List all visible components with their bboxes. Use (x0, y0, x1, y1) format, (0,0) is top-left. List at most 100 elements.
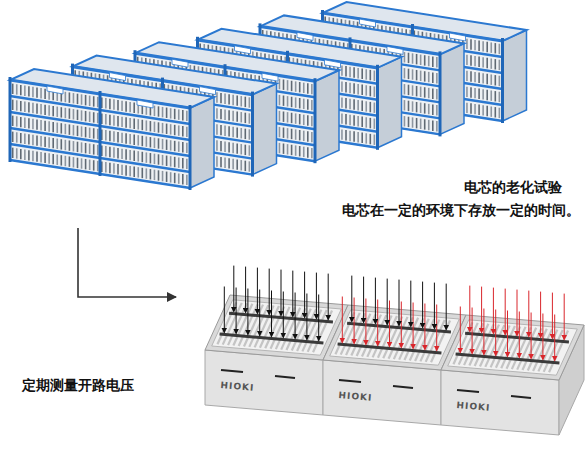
battery-cell (178, 109, 180, 119)
battery-cell (240, 128, 242, 138)
battery-cell (420, 119, 422, 129)
battery-cell (117, 116, 119, 126)
battery-cell (89, 112, 91, 122)
battery-cell (129, 150, 131, 160)
battery-cell (121, 117, 123, 127)
battery-cell (60, 139, 62, 149)
battery-cell (73, 157, 75, 167)
battery-cell (307, 131, 309, 141)
battery-cell (420, 87, 422, 97)
probe-arrow (483, 309, 484, 355)
probe-arrow (436, 305, 437, 351)
rack-tag (172, 59, 188, 67)
battery-cell (121, 101, 123, 111)
battery-cell (16, 148, 18, 158)
battery-cell (77, 158, 79, 168)
battery-cell (349, 99, 351, 109)
battery-cell (499, 60, 501, 70)
battery-cell (245, 145, 247, 155)
unit-front (323, 360, 441, 425)
battery-cell (283, 144, 285, 154)
rack-tag (360, 19, 376, 27)
battery-cell (224, 158, 226, 168)
battery-cell (109, 163, 111, 173)
battery-cell (81, 94, 83, 104)
battery-cell (470, 87, 472, 97)
battery-cell (416, 54, 418, 64)
battery-cell (404, 52, 406, 62)
battery-cell (105, 98, 107, 108)
battery-cell (85, 95, 87, 105)
battery-cell (105, 162, 107, 172)
battery-cell (16, 132, 18, 142)
battery-cell (105, 130, 107, 140)
battery-cell (170, 140, 172, 150)
probe-arrow (269, 269, 270, 315)
battery-cell (291, 81, 293, 91)
battery-cell (12, 84, 14, 94)
unit-front (205, 350, 323, 415)
battery-cell (287, 144, 289, 154)
battery-cell (182, 174, 184, 184)
battery-cell (236, 95, 238, 105)
battery-cell (216, 124, 218, 134)
battery-cell (424, 87, 426, 97)
battery-cell (56, 107, 58, 117)
battery-cell (283, 112, 285, 122)
battery-cell (109, 99, 111, 109)
battery-cell (436, 73, 438, 83)
battery-cell (133, 119, 135, 129)
battery-cell (499, 108, 501, 118)
battery-cell (121, 165, 123, 175)
battery-cell (245, 113, 247, 123)
battery-cell (113, 131, 115, 141)
battery-cell (470, 71, 472, 81)
battery-cell (93, 144, 95, 154)
battery-cell (236, 143, 238, 153)
battery-cell (113, 163, 115, 173)
battery-cell (81, 142, 83, 152)
battery-cell (474, 88, 476, 98)
battery-cell (216, 140, 218, 150)
battery-cell (404, 68, 406, 78)
battery-cell (166, 172, 168, 182)
battery-cell (178, 157, 180, 167)
battery-cell (428, 88, 430, 98)
battery-cell (353, 83, 355, 93)
battery-cell (420, 103, 422, 113)
battery-cell (412, 69, 414, 79)
battery-cell (12, 100, 14, 110)
probe-arrow (387, 279, 388, 325)
battery-cell (369, 102, 371, 112)
battery-cell (279, 111, 281, 121)
rack-post (189, 105, 192, 190)
battery-cell (279, 127, 281, 137)
battery-cell (232, 143, 234, 153)
battery-cell (361, 101, 363, 111)
probe-arrow (493, 288, 494, 334)
unit-top (323, 305, 466, 370)
probe-arrow (495, 310, 496, 356)
probe-arrow (401, 302, 402, 348)
probe-arrow (434, 283, 435, 329)
battery-cell (283, 96, 285, 106)
probe-arrow (554, 315, 555, 361)
battery-cell (224, 94, 226, 104)
battery-cell (490, 106, 492, 116)
battery-cell (341, 97, 343, 107)
battery-cell (109, 131, 111, 141)
front-slot (221, 370, 243, 372)
battery-cell (158, 138, 160, 148)
battery-cell (97, 145, 99, 155)
battery-cell (428, 56, 430, 66)
battery-cell (216, 108, 218, 118)
battery-cell (291, 145, 293, 155)
probe-arrow (528, 291, 529, 337)
battery-cell (432, 88, 434, 98)
battery-cell (311, 84, 313, 94)
battery-cell (345, 98, 347, 108)
battery-cell (81, 158, 83, 168)
battery-cell (416, 102, 418, 112)
battery-cell (470, 39, 472, 49)
battery-cell (404, 100, 406, 110)
